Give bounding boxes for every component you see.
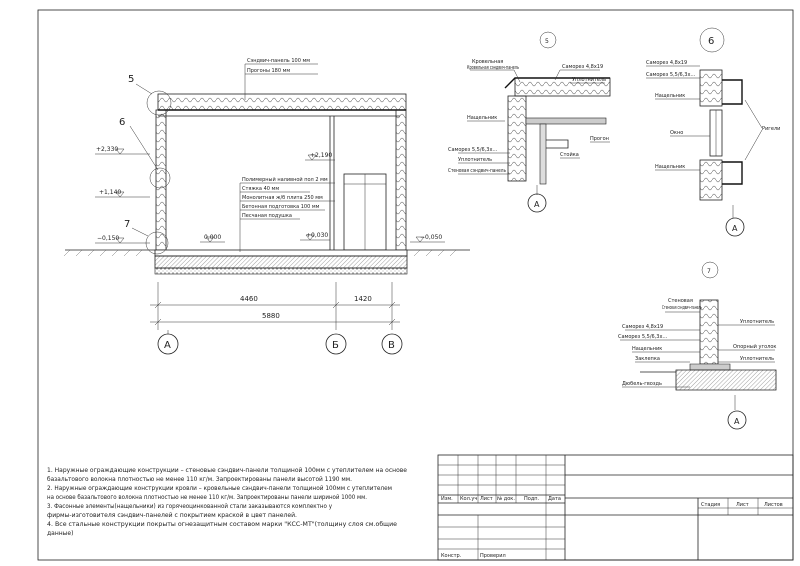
detail-node-6: 6 А Саморез 4,8х19 Саморез 5,5/6,3х… Нащ… [646,27,780,237]
node7-label-seal2: Уплотнитель [740,356,774,362]
detail-node-5: 5 А Кровельная Кровельная сэндвич-панель… [448,31,611,213]
roof-panel [157,93,407,111]
node5-label-roof-panel: Кровельная сэндвич-панель [467,65,519,71]
level-minus-150: −0,150 [97,235,119,242]
tb-row-checker: Проверил [480,553,506,559]
tb-col-list: Лист [480,496,493,502]
svg-text:А: А [734,417,740,426]
node6-label-screw2: Саморез 5,5/6,3х… [646,72,695,78]
left-wall [155,109,167,251]
floor-layer-2: Стяжка 40 мм [242,186,279,192]
floor-layer-5: Песчаная подушка [242,213,292,219]
node7-label-flashing: Нащельник [632,346,662,352]
dim-5880: 5880 [262,312,280,320]
floor-layer-1: Полимерный наливной пол 2 мм [242,176,328,183]
dim-4460: 4460 [240,295,258,303]
dim-1420: 1420 [354,295,372,303]
note-line-4: на основе базальтового волокна плотность… [47,494,367,501]
node7-label-screw1: Саморез 4,8х19 [622,324,663,330]
node7-number: 7 [707,268,711,275]
right-wall [395,109,407,251]
note-line-1: 1. Наружные ограждающие конструкции – ст… [47,467,407,474]
tb-col-kol: Кол.уч [460,496,477,502]
node7-label-dowel: Дюбель-гвоздь [622,381,662,387]
tb-col-izm: Изм. [441,496,453,502]
level-30: +0,030 [306,232,328,239]
axis-v-label: В [388,340,395,351]
axis-bubble-a [157,333,179,355]
node5-label-wall-panel: Стеновая сэндвич-панель [448,168,506,174]
node6-number: 6 [708,36,714,47]
tb-col-date: Дата [548,496,561,502]
node5-label-seal2: Уплотнитель [458,157,492,163]
node5-label-column: Стойка [560,151,579,158]
tb-col-sign: Подп. [524,496,540,502]
note-line-8: данные) [47,530,73,537]
node6-label-rigels: Ригели [762,126,780,132]
axis-a-label: А [164,340,171,351]
callout-5: 5 [128,74,134,85]
tb-row-designer: Констр. [441,553,462,559]
axis-bubble-b [325,333,347,355]
node7-label-closure: Заклепка [635,356,660,362]
node7-label-wall-panel: Стеновая сэндвич-панель [662,305,702,311]
tb-col-doc: № док. [497,496,515,502]
callout-6: 6 [119,117,125,128]
floor-layer-4: Бетонная подготовка 100 мм [242,204,320,210]
node7-label-screw2: Саморез 5,5/6,3х… [618,334,667,340]
roof-callout-line-1: Сэндвич-панель 100 мм [247,58,310,64]
svg-text:А: А [732,224,738,233]
node5-label-screw1: Саморез 4,8х19 [562,64,603,70]
node6-label-flashing2: Нащельник [655,164,685,170]
note-line-5: 3. Фасонные элементы(нащельники) из горя… [47,503,332,510]
node5-label-flashing: Нащельник [467,115,497,121]
sheet-frame [37,9,794,561]
node5-label-purlin: Прогон [590,136,609,142]
level-0: 0,000 [204,234,221,241]
node6-axis-bubble [725,217,745,237]
node5-number: 5 [545,38,549,45]
note-line-2: базальтового волокна плотностью не менее… [47,476,352,483]
node7-label-wall-panel-1: Стеновая [668,298,693,304]
level-1140: +1,140 [99,189,121,196]
floor-slab [154,255,408,269]
level-2190: +2,190 [310,152,332,159]
level-2330: +2,330 [96,146,118,153]
axis-bubble-v [381,333,403,355]
roof-callout-line-2: Прогоны 180 мм [247,68,290,74]
node5-label-screw2: Саморез 5,5/6,3х… [448,147,497,153]
axis-b-label: Б [332,340,339,351]
note-line-6: фирмы-изготовителя сэндвич-панелей с пок… [47,512,297,519]
level-minus-50: −0,050 [420,234,442,241]
general-notes: 1. Наружные ограждающие конструкции – ст… [47,467,407,537]
node7-axis-bubble [727,410,747,430]
section-view: 5 6 7 +2,330 +1,140 −0,150 +2,190 0,000 … [63,58,470,355]
tb-sheet: Лист [736,502,749,508]
node5-label-roof-panel-1: Кровельная [472,59,503,65]
note-line-3: 2. Наружные ограждающие конструкции кров… [47,485,392,492]
node5-axis-bubble [527,193,547,213]
tb-stage: Стадия [701,502,720,508]
node6-label-window: Окно [670,130,683,136]
node6-label-flashing1: Нащельник [655,93,685,99]
callout-7: 7 [124,219,130,230]
node7-label-corner: Опорный уголок [733,343,776,350]
note-line-7: 4. Все стальные конструкции покрыты огне… [47,521,397,528]
node7-label-seal1: Уплотнитель [740,319,774,325]
title-block: Изм. Кол.уч Лист № док. Подп. Дата Стади… [437,454,794,561]
floor-layer-3: Монолитная ж/б плита 250 мм [242,195,323,201]
svg-text:А: А [534,200,540,209]
node6-label-screw1: Саморез 4,8х19 [646,60,687,66]
detail-node-7: 7 А Стеновая Стеновая сэндвич-панель Упл… [618,261,776,430]
tb-sheets: Листов [764,502,783,508]
node5-label-seal1: Уплотнитель [572,77,606,83]
